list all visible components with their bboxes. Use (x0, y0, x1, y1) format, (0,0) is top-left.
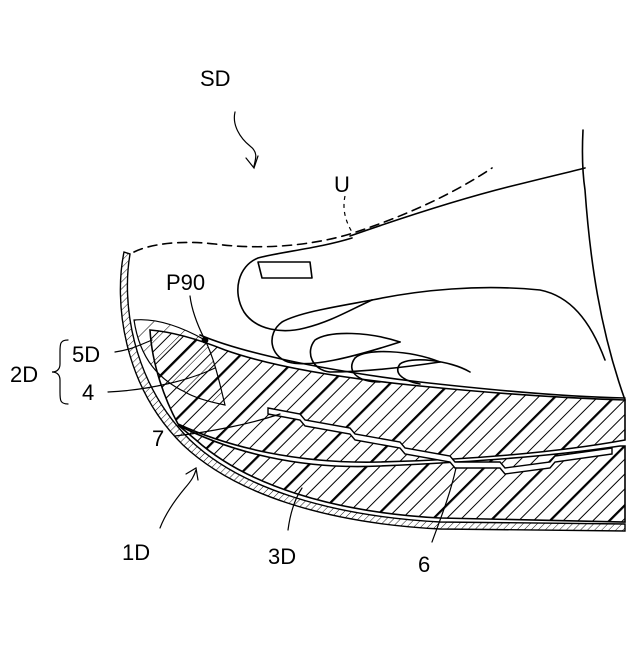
label-4: 4 (82, 380, 94, 405)
toe-2 (272, 300, 400, 364)
toe-3 (310, 333, 440, 372)
toe-4 (352, 352, 440, 382)
label-1d: 1D (122, 540, 150, 565)
label-7: 7 (152, 426, 164, 451)
toenail (258, 262, 312, 278)
leader-p90 (190, 296, 204, 338)
leader-1d (160, 470, 196, 528)
big-toe (238, 238, 372, 331)
leader-sd (234, 112, 255, 166)
label-6: 6 (418, 552, 430, 577)
bracket-2d (52, 340, 68, 404)
label-u: U (334, 172, 350, 197)
foot-top-outline (350, 168, 585, 236)
upper-outline-dashed (134, 168, 492, 252)
leader-u (344, 196, 352, 232)
label-2d: 2D (10, 362, 38, 387)
label-sd: SD (200, 66, 231, 91)
label-3d: 3D (268, 544, 296, 569)
foot-front-line (582, 130, 625, 400)
label-p90: P90 (166, 270, 205, 295)
point-p90 (202, 337, 209, 344)
label-5d: 5D (72, 342, 100, 367)
foot-side-line (372, 288, 605, 360)
